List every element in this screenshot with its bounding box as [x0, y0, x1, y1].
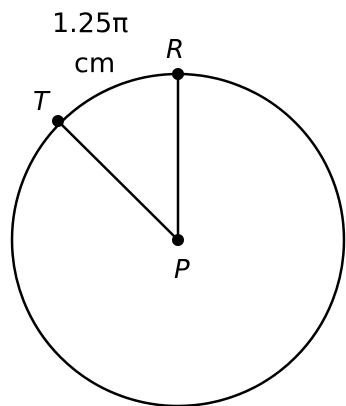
radius-pt: [57, 120, 179, 241]
point-p-dot: [172, 234, 184, 246]
point-r-dot: [172, 68, 184, 80]
arc-length-unit: cm: [74, 48, 115, 79]
arc-length-value: 1.25π: [52, 8, 128, 39]
point-t-dot: [52, 115, 64, 127]
label-p: P: [174, 255, 190, 285]
label-r: R: [166, 35, 184, 65]
label-t: T: [33, 87, 51, 117]
